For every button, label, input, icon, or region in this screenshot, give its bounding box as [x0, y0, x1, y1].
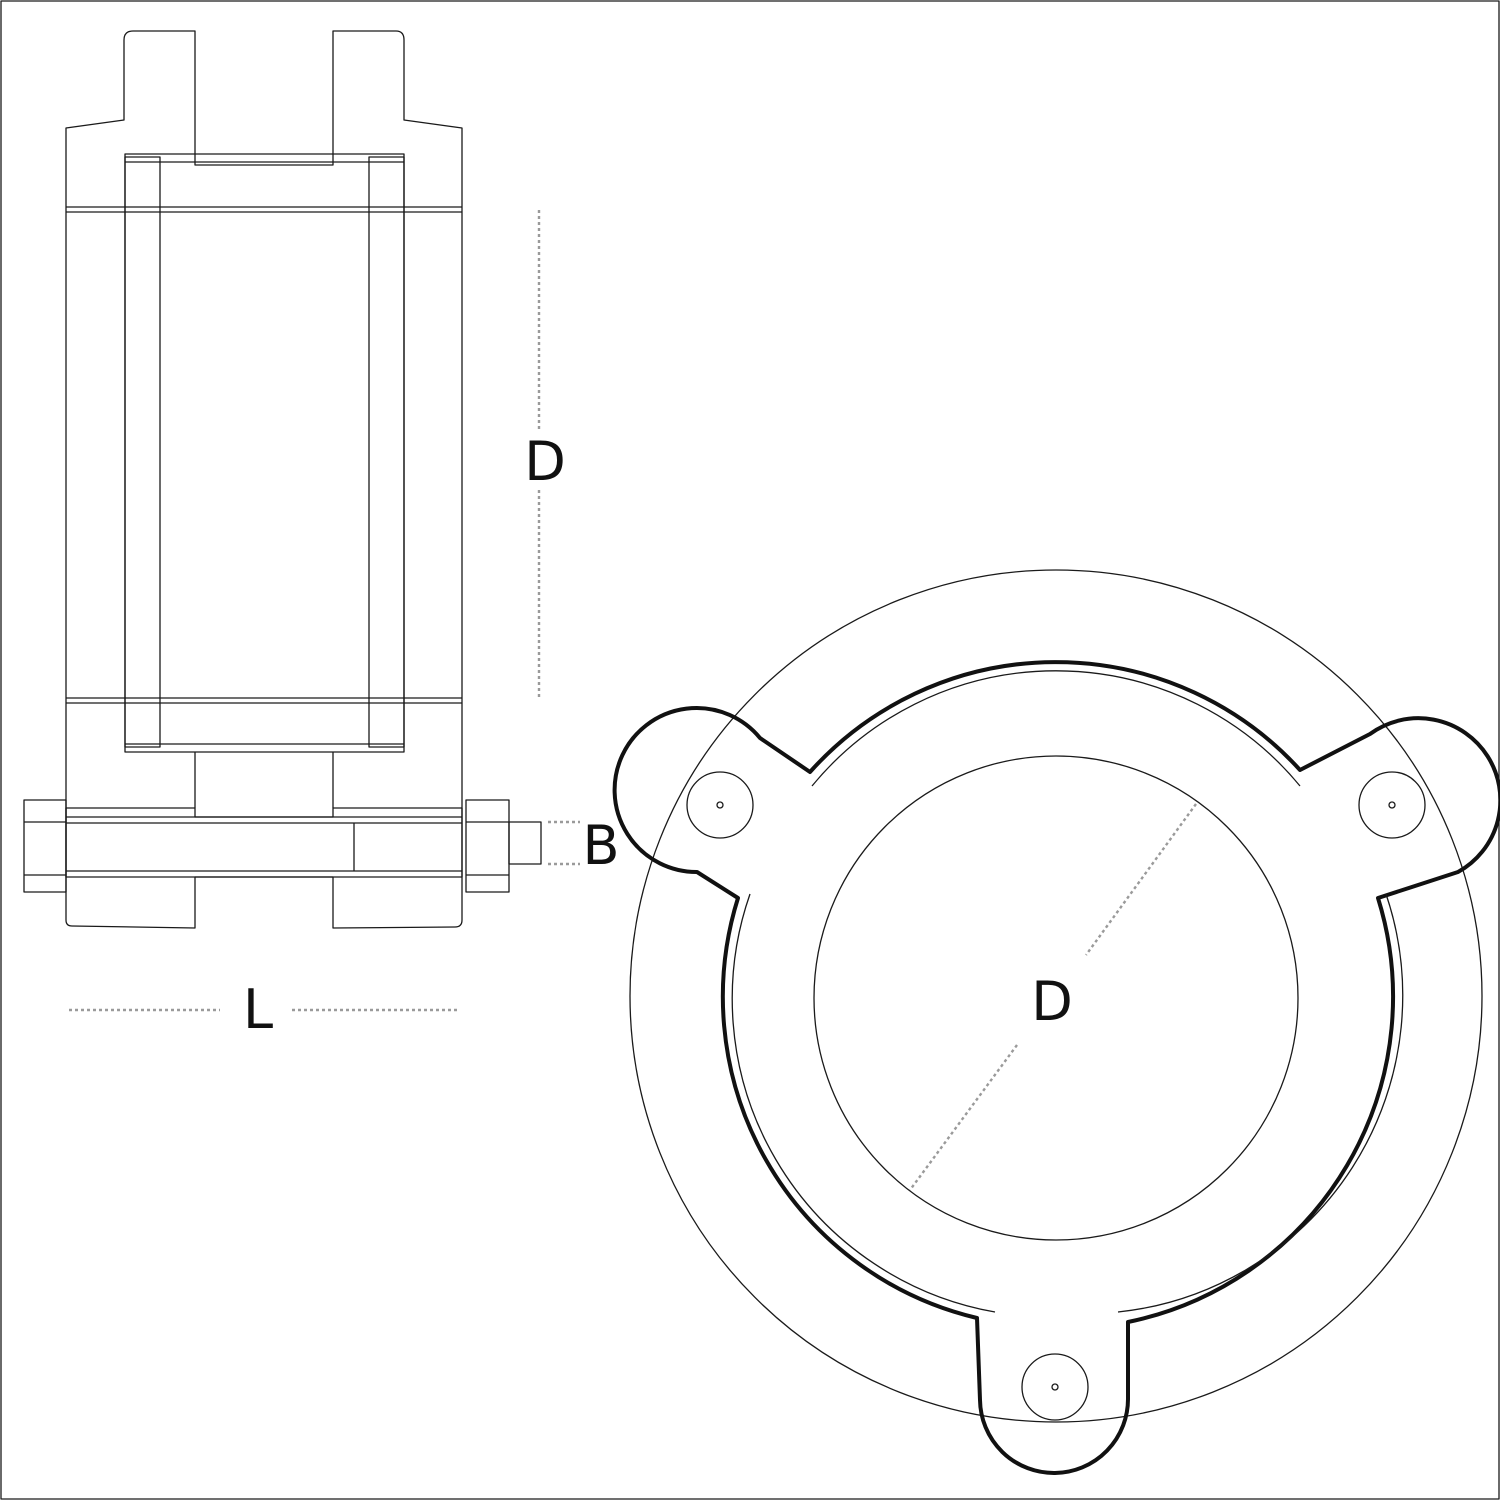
right-nut — [465, 799, 510, 893]
bolt-bar — [65, 807, 463, 878]
side-body-outline — [65, 30, 463, 929]
outer-flange-circle — [629, 569, 1483, 1423]
bolt-boss-left — [686, 771, 754, 839]
inner-bore-circle — [813, 755, 1299, 1241]
bolt-hole-left — [716, 801, 724, 809]
sleeve-left-wall — [124, 156, 161, 748]
front-view — [612, 569, 1500, 1475]
side-view — [23, 30, 542, 929]
left-bolt-head — [23, 799, 67, 893]
bolt-hole-bottom — [1051, 1383, 1059, 1391]
label-b: B — [582, 814, 619, 877]
bolt-hole-right — [1388, 801, 1396, 809]
dim-line-diameter-lower — [909, 1044, 1018, 1191]
bolt-boss-right — [1358, 771, 1426, 839]
sleeve-right-wall — [368, 156, 405, 748]
bolt-boss-bottom — [1021, 1353, 1089, 1421]
label-l: L — [243, 978, 273, 1041]
label-d-front: D — [1031, 970, 1073, 1033]
side-sleeve — [124, 153, 405, 753]
clamp-outline — [612, 660, 1500, 1475]
bolt-end — [508, 821, 542, 865]
clamp-inner-line — [731, 670, 1404, 1313]
label-d-side: D — [524, 430, 566, 493]
dim-line-diameter-upper — [1085, 803, 1197, 956]
